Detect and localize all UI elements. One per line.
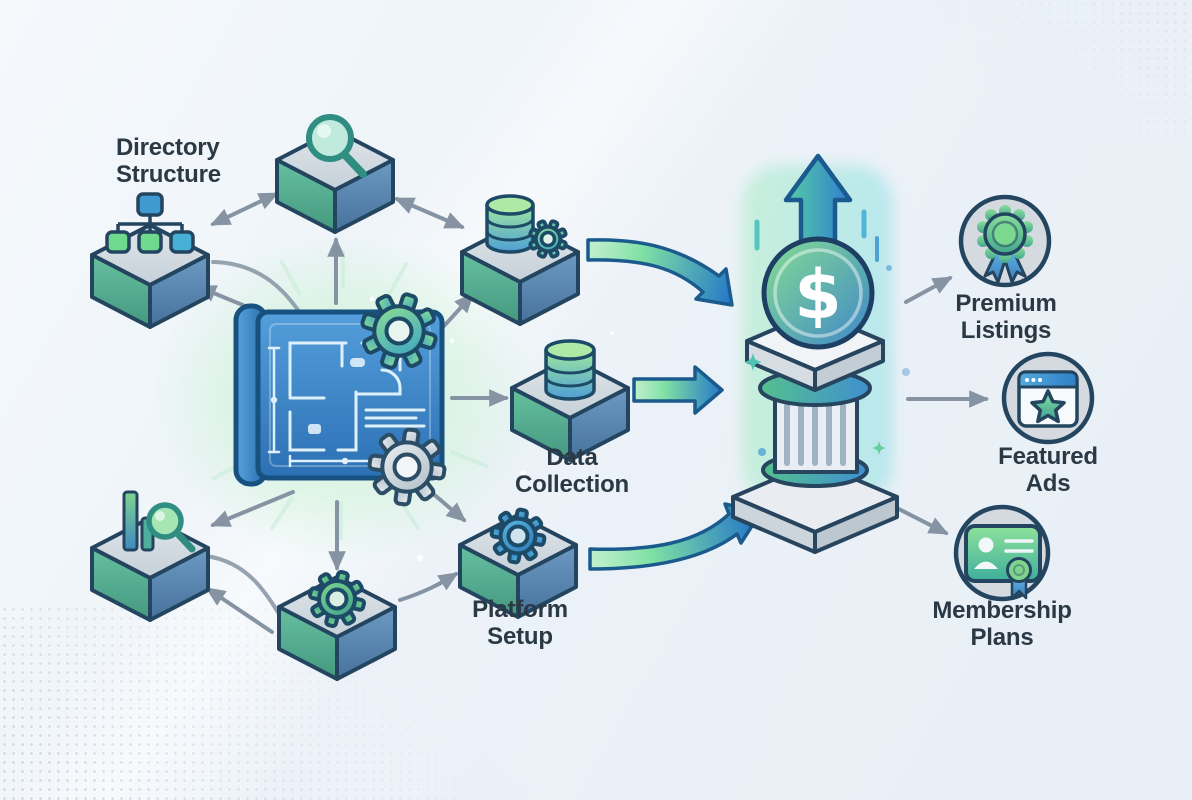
arrow-gear-platform (398, 572, 459, 602)
label-platform-setup: Platform Setup (472, 596, 568, 650)
database-gear-node (460, 194, 580, 326)
search-icon (306, 114, 367, 178)
sparkles (744, 265, 910, 456)
sitemap-icon (105, 192, 195, 254)
award-ribbon-icon (977, 205, 1033, 284)
label-directory-structure: Directory Structure (116, 134, 221, 188)
arrow-pillar-premium (904, 276, 953, 304)
dollar-coin-icon: $ (761, 236, 875, 350)
label-data-collection: Data Collection (514, 444, 629, 498)
arrow-search-database (394, 197, 465, 229)
blueprint-icon (233, 281, 452, 512)
featured-ad-window-icon (1017, 370, 1079, 428)
chart-search-node (90, 490, 210, 622)
featured-ads-badge (1001, 351, 1095, 445)
arrow-directory-search (210, 192, 279, 226)
directory-structure-node (90, 192, 210, 329)
flow-arrow-platform-pillar (588, 502, 763, 571)
gear-gray-icon (362, 422, 452, 512)
arrow-gear-chart (205, 587, 274, 634)
label-premium-listings: Premium Listings (955, 290, 1057, 344)
bar-chart-search-icon (122, 490, 196, 553)
flow-arrow-data-pillar (632, 365, 724, 415)
label-membership-plans: Membership Plans (932, 597, 1072, 651)
platform-setup-node (458, 505, 578, 619)
premium-listings-badge (958, 194, 1052, 288)
curve-directory-center (211, 260, 302, 315)
data-collection-node (510, 339, 630, 462)
motion-lines (754, 209, 879, 262)
pillar-icon (731, 310, 899, 554)
gear-node (277, 566, 397, 681)
pillar-monetization: $ (731, 153, 910, 554)
database-icon (544, 339, 596, 401)
gear-green-icon (349, 281, 449, 381)
membership-card-icon (964, 524, 1042, 600)
gear-blue-icon (487, 505, 548, 566)
database-gear-icon (485, 194, 574, 265)
search-node (275, 114, 395, 234)
flow-arrow-database-pillar (586, 238, 734, 307)
dollar-sign: $ (794, 256, 841, 335)
label-featured-ads: Featured Ads (998, 443, 1098, 497)
arrow-center-chart (210, 490, 295, 527)
gear-green2-icon (304, 566, 370, 632)
membership-plans-badge (953, 504, 1051, 602)
